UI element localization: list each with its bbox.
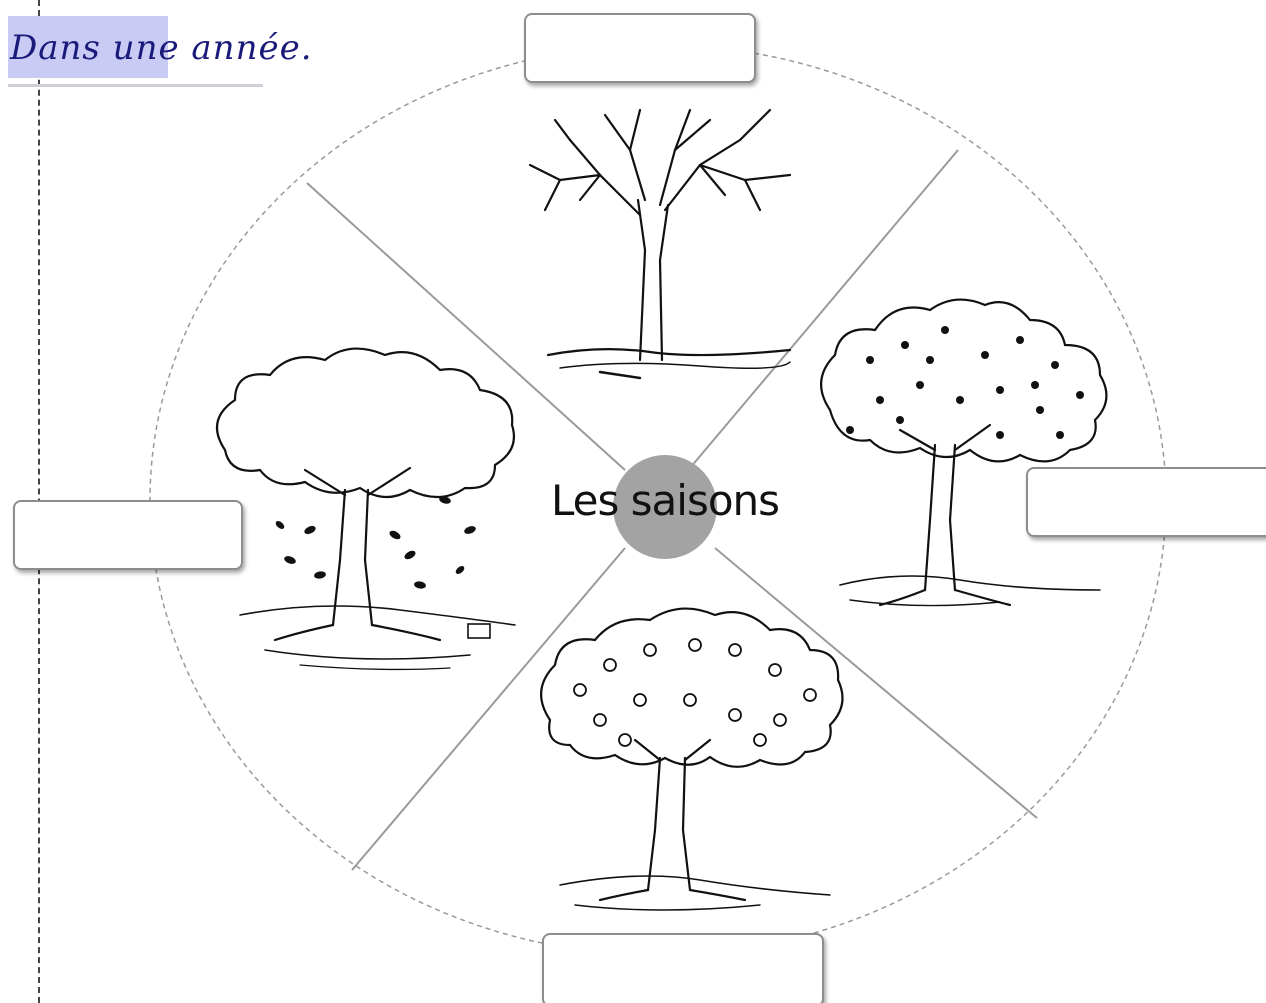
divider-bottom-right — [715, 548, 1037, 818]
label-box-left[interactable] — [13, 500, 243, 570]
center-title: Les saisons — [520, 476, 810, 525]
label-box-top[interactable] — [524, 13, 756, 83]
divider-bottom-left — [352, 548, 625, 870]
bare-tree-icon — [530, 110, 790, 378]
divider-top-right — [690, 150, 958, 468]
divider-top-left — [307, 183, 625, 470]
autumn-tree-icon — [217, 349, 515, 670]
label-box-bottom[interactable] — [542, 933, 824, 1003]
label-box-right[interactable] — [1026, 467, 1266, 537]
fruit-tree-icon — [541, 609, 842, 910]
flowering-tree-icon — [821, 300, 1106, 606]
